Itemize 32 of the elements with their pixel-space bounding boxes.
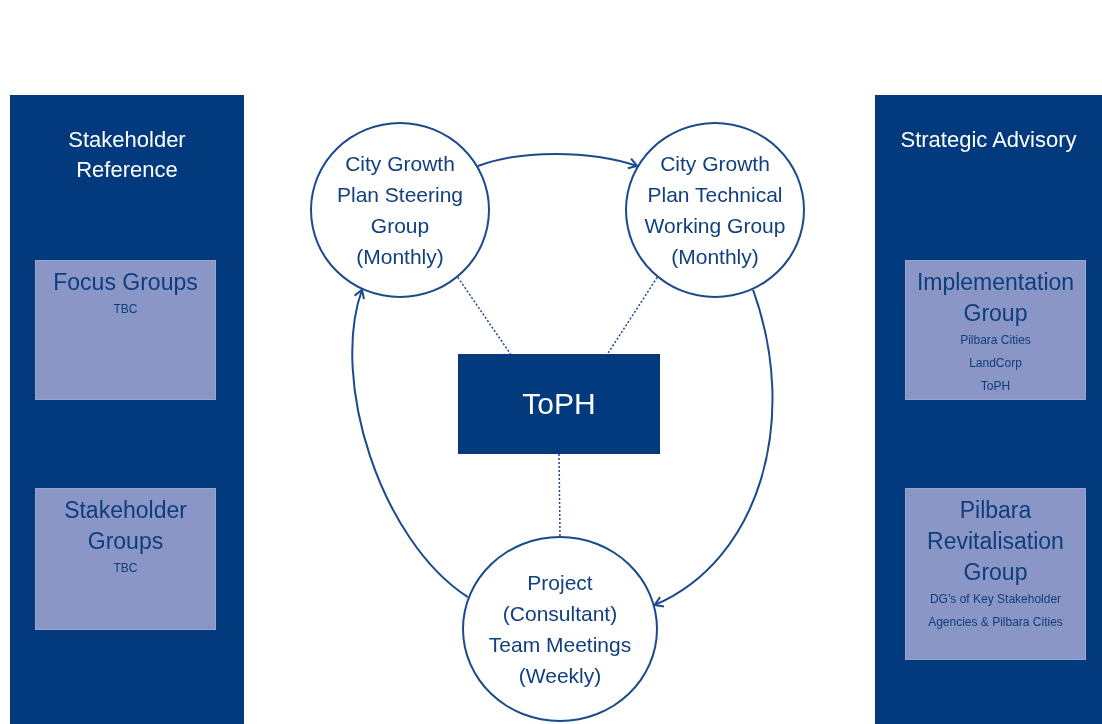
member-text: DG’s of Key Stakeholder Agencies & Pilbara Cities [927, 591, 1064, 631]
meeting-circle [310, 122, 490, 298]
meeting-circle [625, 122, 805, 298]
member-text: TBC [113, 301, 138, 318]
curved-arrow [476, 153, 639, 170]
group-title: Focus Groups [52, 268, 199, 297]
organisation-box [458, 354, 660, 454]
curved-arrow [653, 288, 774, 607]
group-panel [10, 95, 244, 724]
group-box [905, 488, 1086, 660]
group-title: City Growth Plan Technical Working Group (Monthly) [643, 151, 787, 270]
group-box [35, 488, 216, 630]
group-title: Pilbara Revitalisation Group [926, 496, 1065, 587]
group-title: Stakeholder Reference [67, 126, 187, 184]
group-title: City Growth Plan Steering Group (Monthly) [335, 151, 465, 270]
group-title: Stakeholder Groups [63, 496, 188, 556]
group-box [905, 260, 1086, 400]
group-title: ToPH [522, 387, 596, 421]
member-text: TBC [113, 560, 138, 577]
member-text: LandCorp [969, 355, 1022, 372]
group-box [35, 260, 216, 400]
member-text: ToPH [980, 378, 1011, 395]
meeting-circle [462, 536, 658, 722]
dotted-line [457, 276, 512, 355]
dotted-line [558, 453, 561, 537]
dotted-line [606, 276, 658, 355]
group-panel [875, 95, 1102, 724]
member-text: Pilbara Cities [960, 332, 1031, 349]
group-title: Project (Consultant) Team Meetings (Weekly) [487, 570, 633, 689]
group-title: Strategic Advisory [899, 126, 1078, 154]
curved-arrow [351, 288, 469, 599]
group-title: Implementation Group [915, 268, 1076, 328]
